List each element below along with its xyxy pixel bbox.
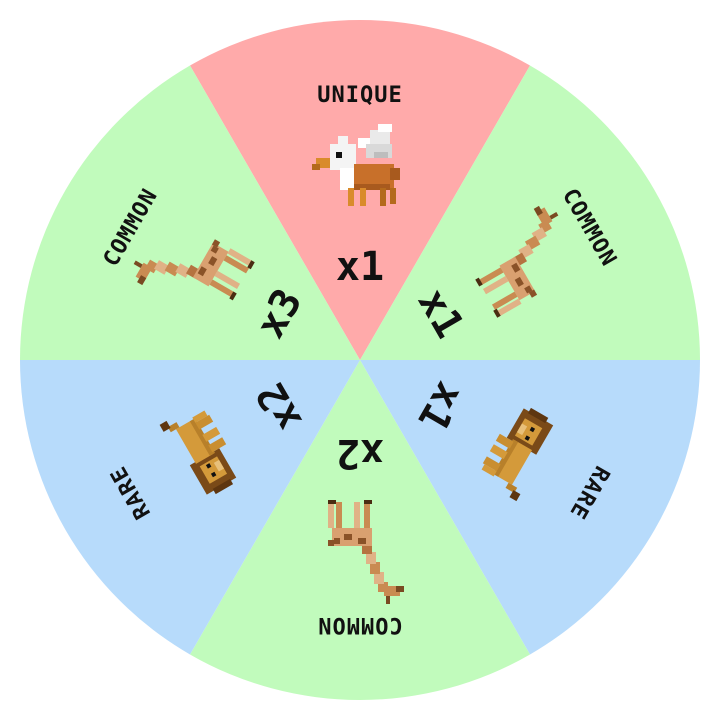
tier-label: COMMON (317, 612, 402, 637)
segment-background (360, 65, 700, 360)
wheel-segment-1[interactable]: UNIQUE x1 (190, 19, 530, 361)
prize-count: x2 (336, 430, 384, 476)
tier-label: UNIQUE (317, 83, 402, 108)
segment-background (20, 65, 360, 360)
wheel-segment-4[interactable]: COMMON x2 (190, 360, 530, 700)
segment-background (360, 360, 700, 655)
segment-background (20, 360, 360, 655)
prize-count: x1 (336, 244, 384, 290)
